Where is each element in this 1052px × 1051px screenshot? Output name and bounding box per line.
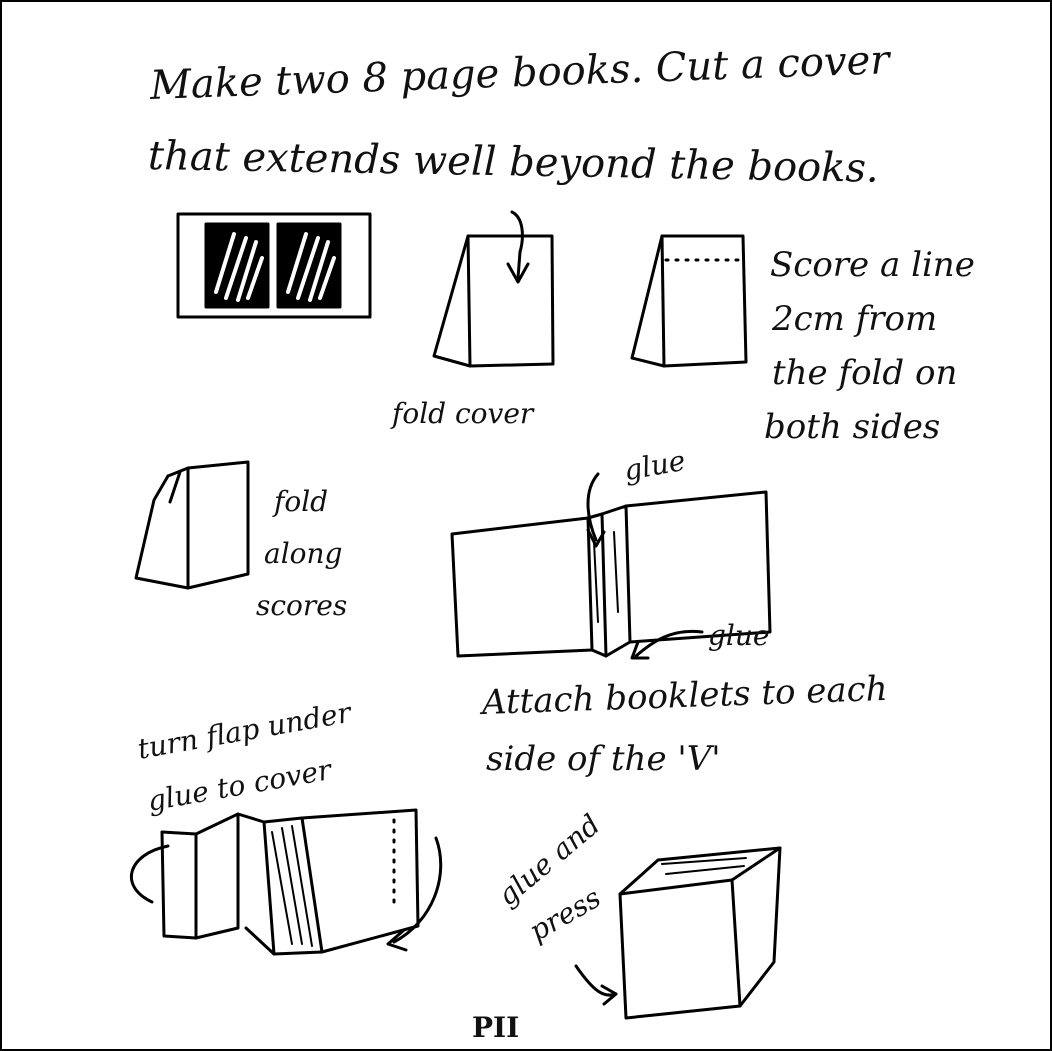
fold-along-scores-illustration	[136, 462, 248, 588]
fold-cover-illustration	[434, 212, 553, 366]
fold-along-label-3: scores	[256, 592, 347, 620]
two-books-on-cover-illustration	[178, 214, 370, 317]
score-line-label-2: 2cm from	[772, 302, 937, 336]
attach-label-2: side of the 'V'	[486, 742, 721, 776]
fold-along-label-2: along	[264, 540, 342, 568]
fold-cover-label: fold cover	[392, 400, 533, 428]
score-line-illustration	[632, 236, 746, 366]
glue-and-press-illustration	[576, 848, 780, 1018]
page-mark: PII	[472, 1014, 519, 1042]
score-line-label-4: both sides	[764, 410, 940, 444]
turn-flap-illustration	[131, 810, 440, 954]
glue-bottom-label: glue	[708, 622, 769, 650]
score-line-label-3: the fold on	[772, 356, 957, 390]
heading-line-2: that extends well beyond the books.	[148, 136, 879, 189]
fold-along-label-1: fold	[274, 488, 328, 516]
score-line-label-1: Score a line	[770, 248, 975, 282]
